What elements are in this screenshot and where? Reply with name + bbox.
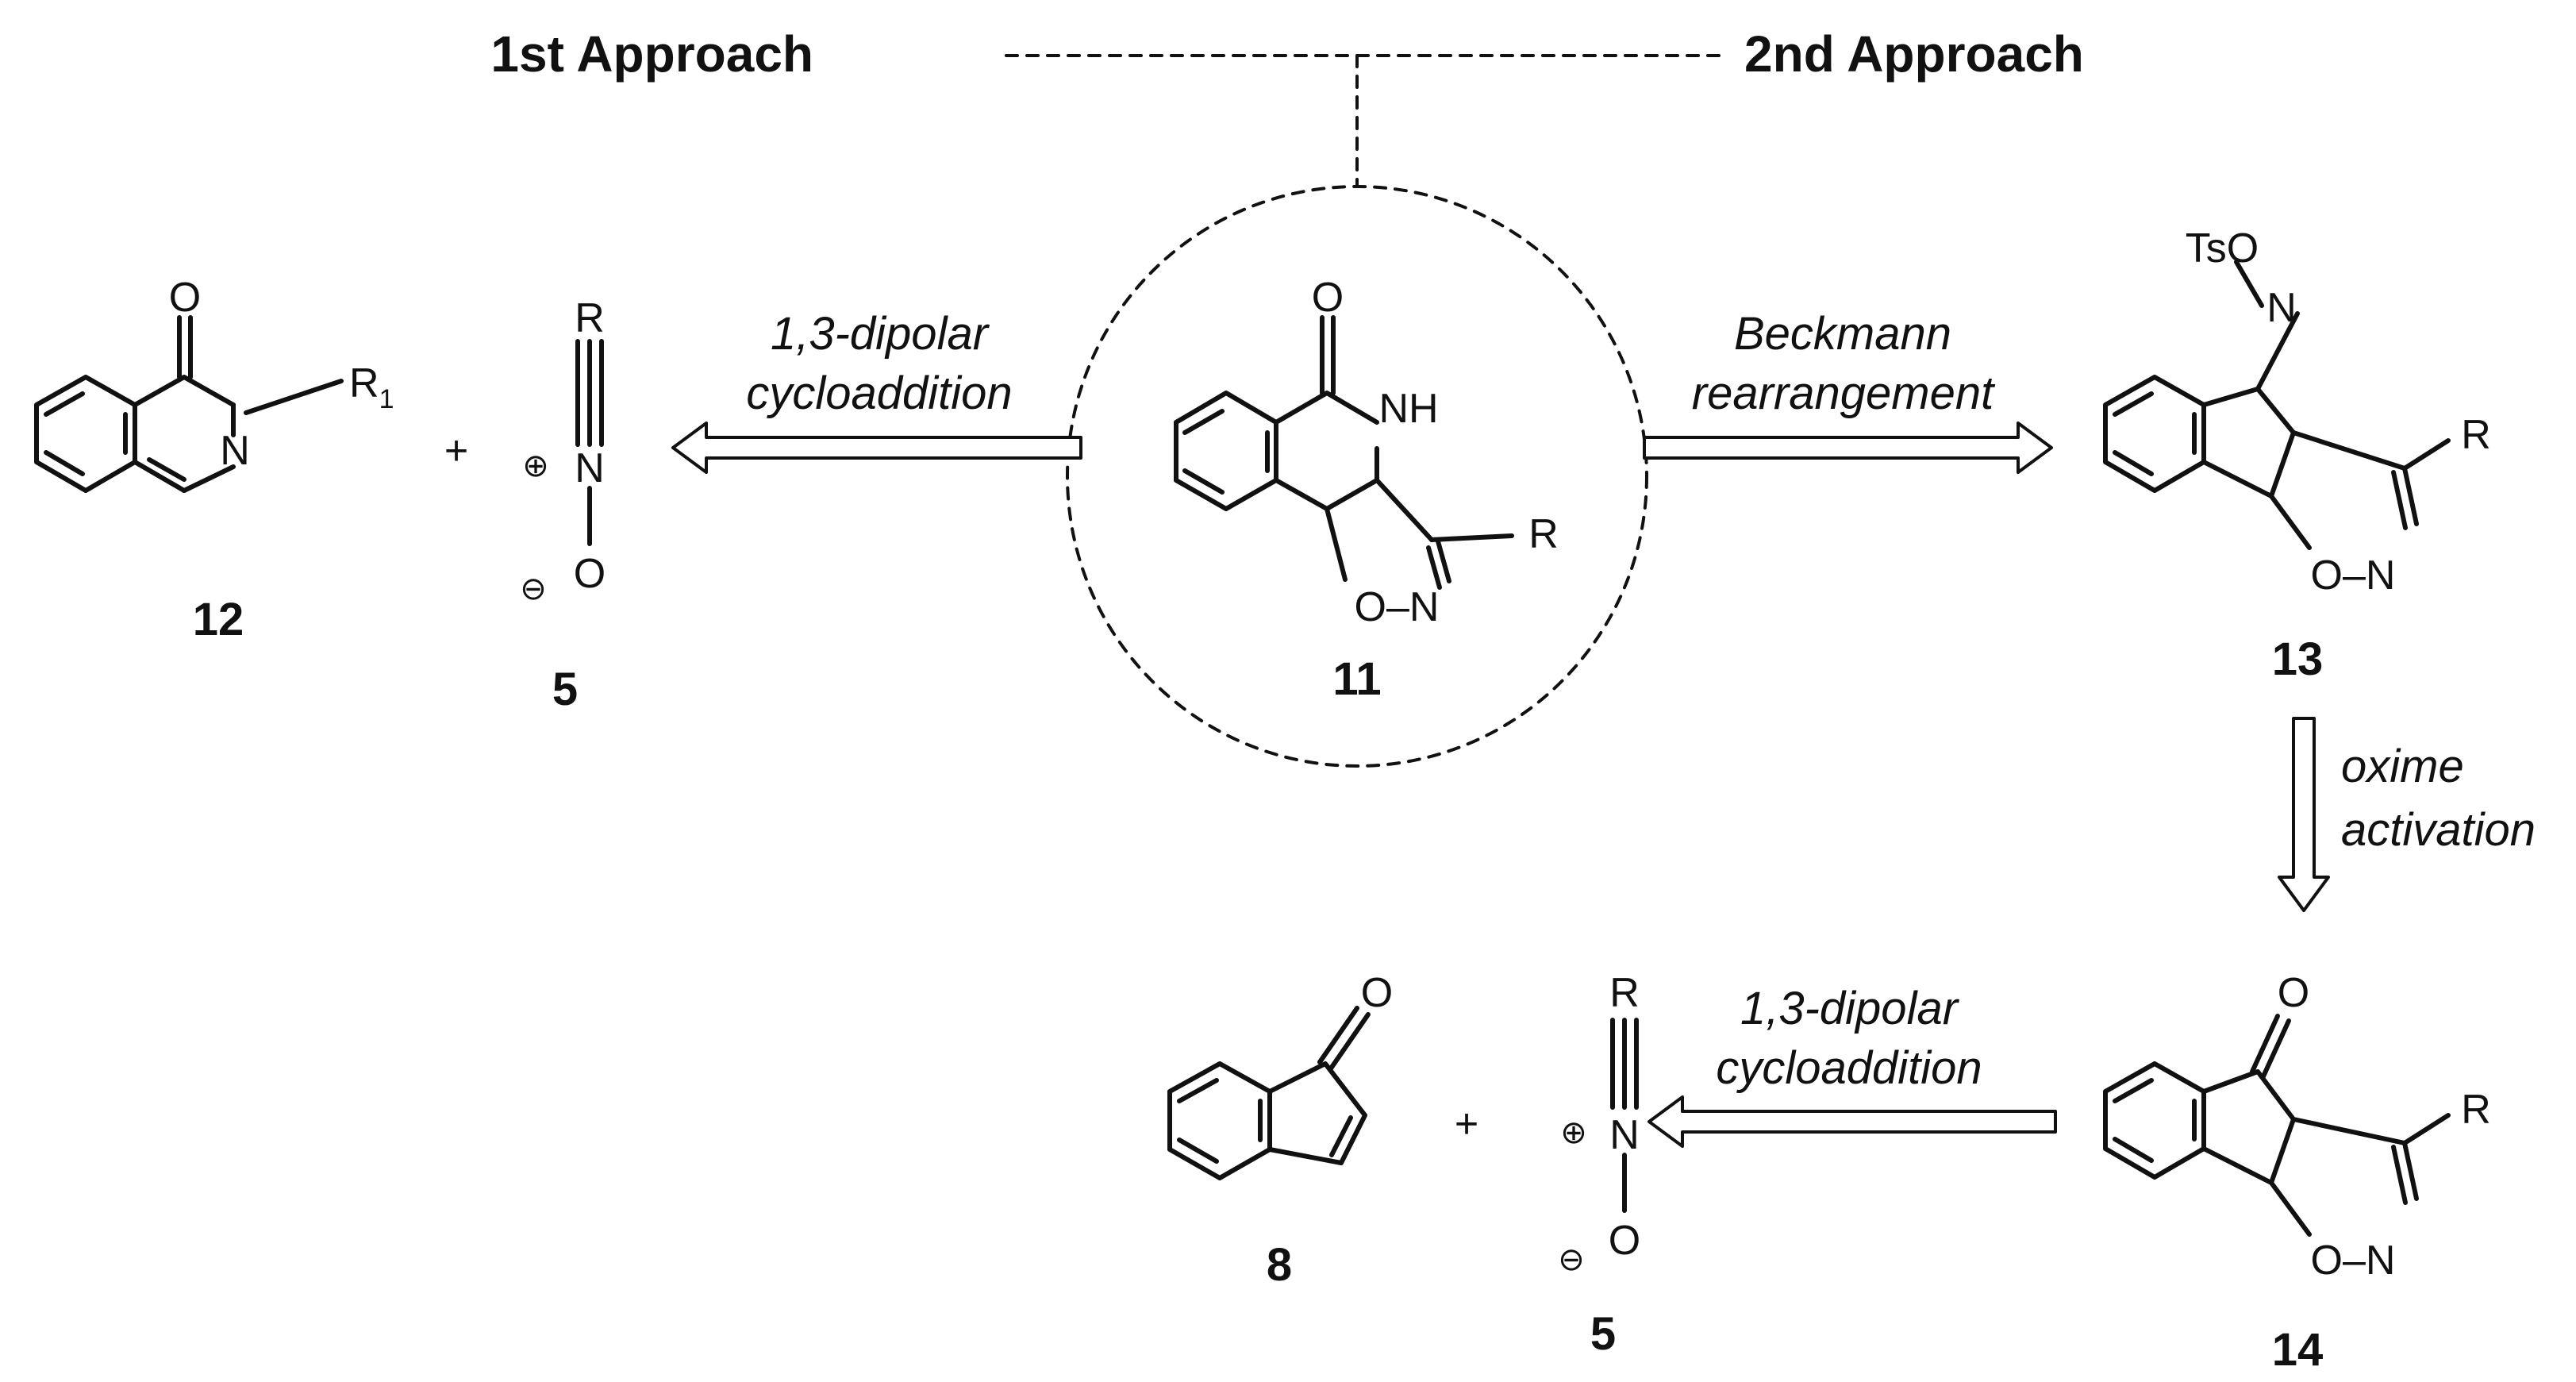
atom-N-13: N <box>2266 285 2297 331</box>
atom-R-14: R <box>2461 1087 2491 1133</box>
atom-R1: R1 <box>349 360 394 414</box>
charge-minus-5-top: ⊖ <box>520 572 547 606</box>
atom-O-carbonyl-8: O <box>1361 970 1393 1016</box>
retro-arrow-2 <box>1643 422 2053 474</box>
atom-N-12: N <box>220 428 250 474</box>
retro-arrow-1 <box>671 422 1082 474</box>
charge-minus-5-bottom: ⊖ <box>1558 1242 1585 1277</box>
compound-13: TsO N R O–N 13 <box>2103 225 2491 685</box>
condition-beckmann-line1: Beckmann <box>1734 308 1951 360</box>
label-compound-11: 11 <box>1332 653 1381 705</box>
plus-sign-2: + <box>1455 1101 1478 1147</box>
condition-dipolar2-line2: cycloaddition <box>1716 1042 1982 1094</box>
retro-arrow-3 <box>2278 717 2330 912</box>
atom-O-5-top: O <box>574 551 606 597</box>
condition-oxime-line1: oxime <box>2341 741 2464 792</box>
label-compound-14: 14 <box>2272 1324 2324 1376</box>
atom-O-N-14: O–N <box>2311 1238 2396 1284</box>
label-compound-12: 12 <box>193 594 244 645</box>
atom-O-carbonyl-12: O <box>169 275 201 321</box>
condition-dipolar-line2: cycloaddition <box>746 368 1012 419</box>
label-compound-5-top: 5 <box>552 664 578 715</box>
atom-R: R <box>1528 511 1559 557</box>
atom-NH: NH <box>1378 386 1438 432</box>
compound-11: O NH O–N R 11 <box>1066 185 1648 768</box>
header-first-approach: 1st Approach <box>490 25 813 83</box>
header-second-approach: 2nd Approach <box>1744 25 2084 83</box>
compound-5-top: R N O ⊕ ⊖ 5 <box>520 295 606 715</box>
atom-O-5-bottom: O <box>1609 1218 1640 1264</box>
atom-R-5-bottom: R <box>1609 970 1640 1016</box>
condition-dipolar2-line1: 1,3-dipolar <box>1740 983 1960 1034</box>
atom-TsO: TsO <box>2186 225 2259 271</box>
compound-8: O 8 <box>1167 970 1393 1291</box>
atom-O-carbonyl-14: O <box>2278 970 2309 1016</box>
plus-sign-1: + <box>444 428 468 474</box>
compound-5-bottom: R N O ⊕ ⊖ 5 <box>1558 970 1640 1360</box>
target-highlight-circle <box>1066 185 1648 768</box>
condition-dipolar-line1: 1,3-dipolar <box>771 308 990 360</box>
compound-12: O N R1 12 <box>34 275 394 645</box>
charge-plus-5-bottom: ⊕ <box>1560 1115 1587 1150</box>
condition-oxime-line2: activation <box>2341 804 2536 856</box>
compound-14: O R O–N 14 <box>2103 970 2491 1376</box>
label-compound-5-bottom: 5 <box>1590 1308 1616 1360</box>
condition-beckmann-line2: rearrangement <box>1692 368 1996 419</box>
atom-N-5-top: N <box>575 445 605 491</box>
atom-R-5-top: R <box>575 295 605 341</box>
atom-O-N-13: O–N <box>2311 552 2396 599</box>
atom-O-N: O–N <box>1355 584 1440 630</box>
retro-arrow-4 <box>1647 1095 2057 1148</box>
atom-N-5-bottom: N <box>1609 1112 1640 1158</box>
atom-R-13: R <box>2461 412 2491 458</box>
label-compound-8: 8 <box>1267 1239 1292 1291</box>
label-compound-13: 13 <box>2272 633 2324 685</box>
atom-O-carbonyl: O <box>1312 275 1344 321</box>
header-connector <box>1005 54 1730 188</box>
charge-plus-5-top: ⊕ <box>522 448 549 483</box>
